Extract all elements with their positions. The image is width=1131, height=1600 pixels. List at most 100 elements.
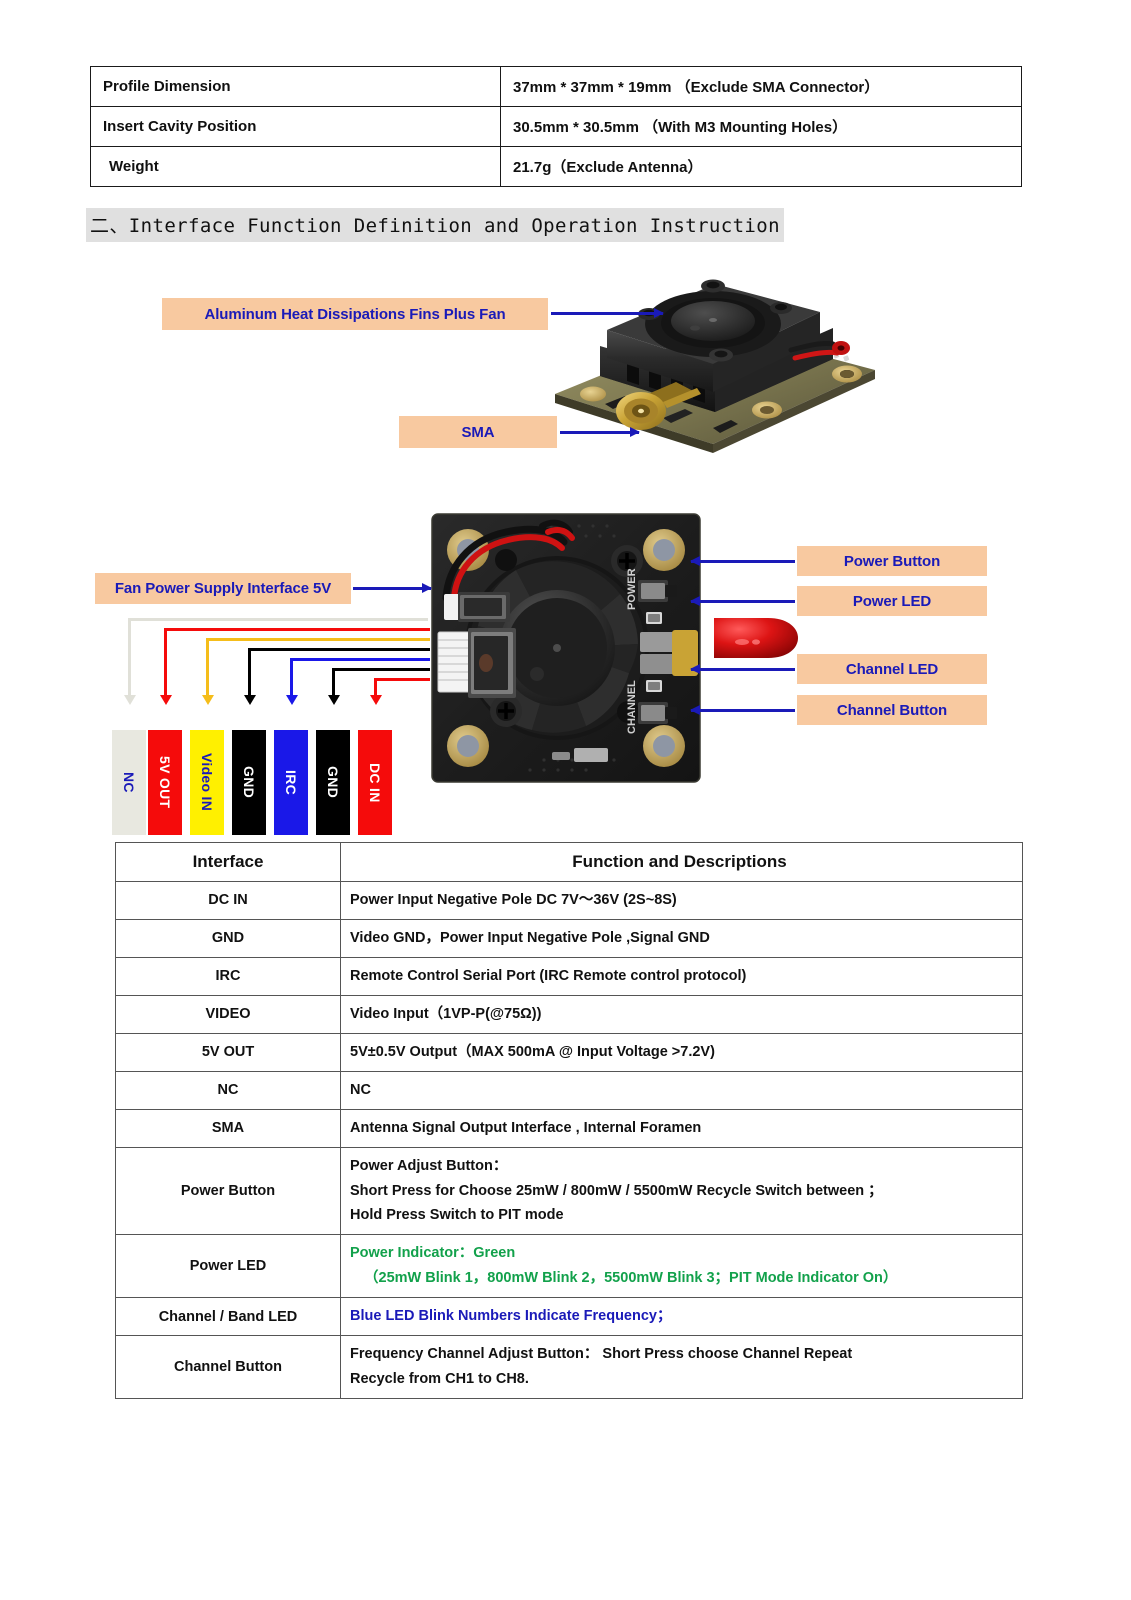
- wire-drop-gnd1: [243, 648, 256, 705]
- table-row: Power LED Power Indicator：Green （25mW Bl…: [115, 1234, 1023, 1299]
- desc-line: Blue LED Blink Numbers Indicate Frequenc…: [350, 1308, 672, 1325]
- interface-description: 5V±0.5V Output（MAX 500mA @ Input Voltage…: [340, 1032, 1023, 1072]
- interface-name: Power Button: [115, 1146, 341, 1236]
- fan-power-connector: [444, 592, 510, 622]
- wire-drop-gnd2: [327, 668, 340, 705]
- product-photo-topdown: POWER CHANNEL: [424, 498, 716, 796]
- wire-block-5v-out: 5V OUT: [148, 730, 182, 835]
- wire-hook-dc: [374, 678, 430, 681]
- table-row: DC IN Power Input Negative Pole DC 7V～36…: [115, 881, 1023, 920]
- interface-description: Power Input Negative Pole DC 7V～36V (2S~…: [340, 881, 1023, 920]
- cooling-fan: [607, 279, 820, 392]
- table-row: Channel Button Frequency Channel Adjust …: [115, 1335, 1023, 1400]
- desc-line: Hold Press Switch to PIT mode: [350, 1207, 564, 1224]
- table-row: SMA Antenna Signal Output Interface , In…: [115, 1108, 1023, 1148]
- bottom-smd: [552, 752, 570, 760]
- spec-table-body: Profile Dimension 37mm * 37mm * 19mm （Ex…: [90, 66, 1022, 187]
- table-row: VIDEO Video Input（1VP-P(@75Ω)): [115, 994, 1023, 1034]
- interface-description: Frequency Channel Adjust Button： Short P…: [340, 1335, 1023, 1400]
- interface-description: Blue LED Blink Numbers Indicate Frequenc…: [340, 1297, 1023, 1337]
- desc-line: Video GND，Power Input Negative Pole ,Sig…: [350, 929, 710, 946]
- desc-line: NC: [350, 1081, 371, 1098]
- wire-label-nc: NC: [121, 772, 137, 793]
- interface-name: SMA: [115, 1108, 341, 1148]
- callout-fins-fan: Aluminum Heat Dissipations Fins Plus Fan: [162, 298, 548, 330]
- callout-channel-button: Channel Button: [797, 695, 987, 725]
- spec-key: Profile Dimension: [90, 66, 501, 107]
- desc-line: Short Press for Choose 25mW / 800mW / 55…: [350, 1182, 883, 1199]
- silkscreen-power: POWER: [626, 568, 638, 610]
- table-row: Power Button Power Adjust Button： Short …: [115, 1146, 1023, 1236]
- table-row: IRC Remote Control Serial Port (IRC Remo…: [115, 956, 1023, 996]
- table-row: Profile Dimension 37mm * 37mm * 19mm （Ex…: [90, 66, 1022, 107]
- section-heading: 二、Interface Function Definition and Oper…: [86, 208, 784, 242]
- spec-key: Insert Cavity Position: [90, 106, 501, 147]
- sma-connector: [616, 382, 701, 430]
- product-photo-angled: [545, 252, 885, 462]
- board-right-controls: POWER CHANNEL: [626, 568, 698, 734]
- desc-line: Power Input Negative Pole DC 7V～36V (2S~…: [350, 892, 677, 908]
- interface-description: Remote Control Serial Port (IRC Remote c…: [340, 956, 1023, 996]
- wire-label-irc: IRC: [283, 769, 299, 795]
- wire-hook-gnd1: [248, 648, 430, 651]
- interface-name: 5V OUT: [115, 1032, 341, 1072]
- wire-hook-irc: [290, 658, 430, 661]
- desc-line: 5V±0.5V Output（MAX 500mA @ Input Voltage…: [350, 1043, 715, 1060]
- wire-block-video-in: Video IN: [190, 730, 224, 835]
- arrow-sma: [560, 427, 640, 437]
- desc-line: Frequency Channel Adjust Button： Short P…: [350, 1346, 853, 1363]
- arrow-power-button: [690, 556, 795, 566]
- callout-sma-label: SMA: [461, 423, 495, 441]
- interface-description: Video Input（1VP-P(@75Ω)): [340, 994, 1023, 1034]
- wire-harness: NC 5V OUT Video IN GND IRC GND DC IN: [110, 600, 450, 835]
- product-photo-topdown-svg: POWER CHANNEL: [431, 513, 701, 783]
- bottom-smd2: [574, 748, 608, 762]
- wire-block-gnd-1: GND: [232, 730, 266, 835]
- table-row: 5V OUT 5V±0.5V Output（MAX 500mA @ Input …: [115, 1032, 1023, 1072]
- interface-function-table-body: Interface Function and Descriptions DC I…: [115, 842, 1023, 1400]
- spec-value: 37mm * 37mm * 19mm （Exclude SMA Connecto…: [500, 66, 1022, 107]
- callout-channel-led-label: Channel LED: [845, 660, 939, 678]
- wire-block-dc-in: DC IN: [358, 730, 392, 835]
- wire-drop-5v: [159, 628, 172, 705]
- wire-label-gnd-2: GND: [325, 766, 341, 799]
- wire-hook-gnd2: [332, 668, 430, 671]
- arrow-power-led: [690, 596, 795, 606]
- table-row: Insert Cavity Position 30.5mm * 30.5mm （…: [90, 106, 1022, 147]
- spec-key: Weight: [90, 146, 501, 187]
- desc-line: Video Input（1VP-P(@75Ω)): [350, 1005, 542, 1022]
- spec-value: 21.7g（Exclude Antenna）: [500, 146, 1022, 187]
- table-row: Weight 21.7g（Exclude Antenna）: [90, 146, 1022, 187]
- silkscreen-channel: CHANNEL: [626, 680, 638, 734]
- callout-power-button-label: Power Button: [843, 552, 941, 570]
- interface-name: Power LED: [115, 1234, 341, 1299]
- desc-line: Recycle from CH1 to CH8.: [350, 1371, 529, 1388]
- interface-description: Video GND，Power Input Negative Pole ,Sig…: [340, 918, 1023, 958]
- spec-table: Profile Dimension 37mm * 37mm * 19mm （Ex…: [90, 66, 1022, 187]
- main-jst-connector: [437, 628, 516, 698]
- desc-line: Power Indicator：Green: [350, 1245, 516, 1262]
- wire-drop-dc: [369, 678, 382, 705]
- arrow-fins-fan: [551, 308, 664, 318]
- fan-wires: [788, 341, 850, 361]
- interface-name: GND: [115, 918, 341, 958]
- table-header-row: Interface Function and Descriptions: [115, 842, 1023, 882]
- callout-fan-power: Fan Power Supply Interface 5V: [95, 573, 351, 604]
- wire-drop-video: [201, 638, 214, 705]
- table-row: NC NC: [115, 1070, 1023, 1110]
- fan-power-wires: [442, 519, 575, 602]
- wire-block-irc: IRC: [274, 730, 308, 835]
- desc-line: Antenna Signal Output Interface , Intern…: [350, 1119, 702, 1136]
- arrow-channel-led: [690, 664, 795, 674]
- callout-channel-button-label: Channel Button: [836, 701, 948, 719]
- spec-value: 30.5mm * 30.5mm （With M3 Mounting Holes）: [500, 106, 1022, 147]
- callout-fan-power-label: Fan Power Supply Interface 5V: [114, 580, 332, 597]
- interface-name: Channel Button: [115, 1335, 341, 1400]
- wire-hook-video: [206, 638, 430, 641]
- wire-label-dc-in: DC IN: [367, 762, 383, 803]
- header-function: Function and Descriptions: [340, 842, 1023, 882]
- table-row: GND Video GND，Power Input Negative Pole …: [115, 918, 1023, 958]
- wire-block-gnd-2: GND: [316, 730, 350, 835]
- arrow-channel-button: [690, 705, 795, 715]
- interface-description: Power Adjust Button： Short Press for Cho…: [340, 1146, 1023, 1236]
